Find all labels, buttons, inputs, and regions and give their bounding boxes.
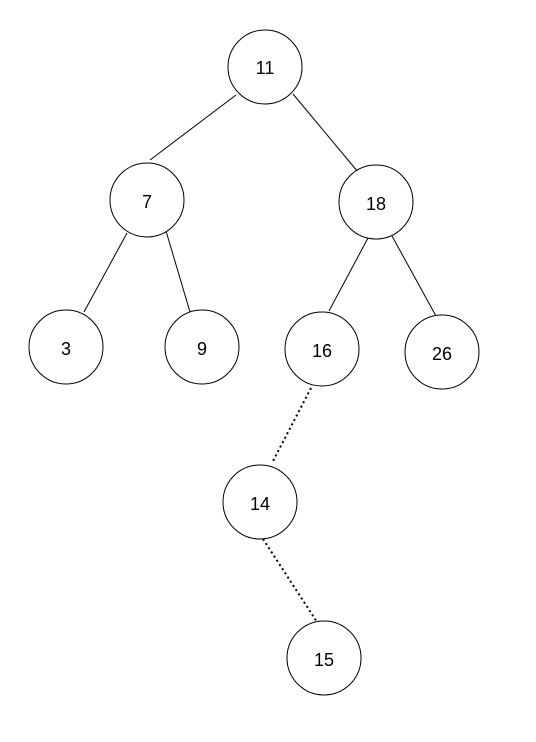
edge-7-9 xyxy=(165,230,191,313)
node-label: 26 xyxy=(432,344,452,364)
edge-11-18 xyxy=(292,93,359,173)
edge-14-15 xyxy=(262,538,318,623)
tree-node-16: 16 xyxy=(284,311,360,387)
tree-node-11: 11 xyxy=(227,29,303,105)
edge-18-26 xyxy=(391,235,437,317)
tree-node-18: 18 xyxy=(338,164,414,240)
node-label: 7 xyxy=(142,192,152,212)
tree-node-26: 26 xyxy=(404,314,480,390)
node-label: 15 xyxy=(314,650,334,670)
node-label: 18 xyxy=(366,194,386,214)
tree-node-9: 9 xyxy=(164,309,240,385)
node-label: 16 xyxy=(312,341,332,361)
node-label: 3 xyxy=(61,339,71,359)
tree-node-15: 15 xyxy=(286,620,362,696)
edge-7-3 xyxy=(83,232,128,313)
tree-node-3: 3 xyxy=(28,309,104,385)
node-label: 9 xyxy=(197,339,207,359)
edge-18-16 xyxy=(328,237,369,312)
node-label: 14 xyxy=(250,494,270,514)
edge-16-14 xyxy=(271,387,312,464)
edge-11-7 xyxy=(149,94,237,161)
node-label: 11 xyxy=(256,58,275,78)
tree-node-14: 14 xyxy=(222,464,298,540)
tree-node-7: 7 xyxy=(109,162,185,238)
